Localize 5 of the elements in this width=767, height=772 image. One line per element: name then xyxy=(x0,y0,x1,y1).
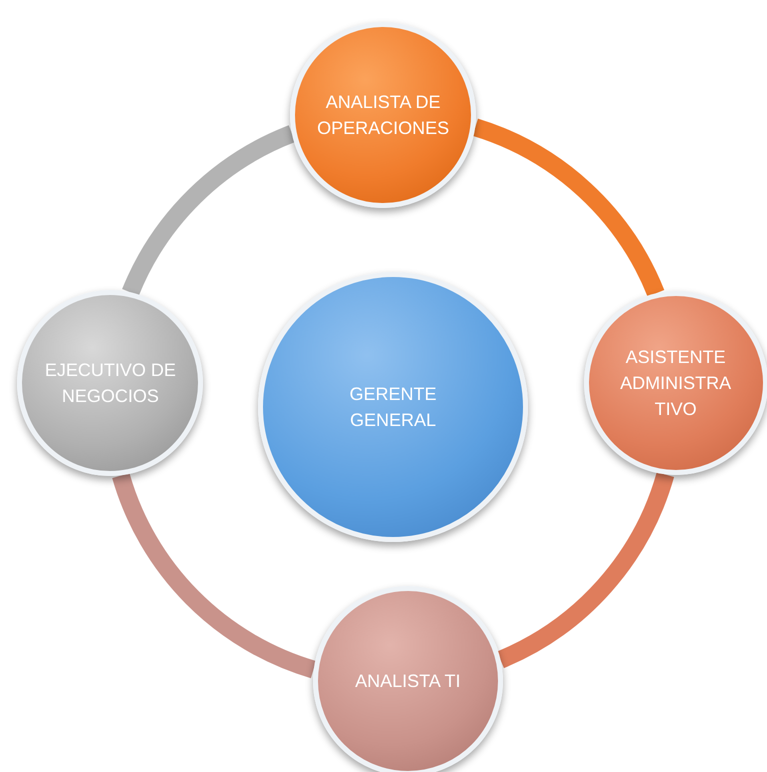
node-label: ANALISTA TI xyxy=(355,670,460,693)
node-label: ANALISTA DE OPERACIONES xyxy=(316,91,450,140)
node-label: ASISTENTE ADMINISTRATIVO xyxy=(619,346,732,422)
node-label: GERENTE GENERAL xyxy=(348,383,438,432)
node-label: EJECUTIVO DE NEGOCIOS xyxy=(44,359,177,408)
